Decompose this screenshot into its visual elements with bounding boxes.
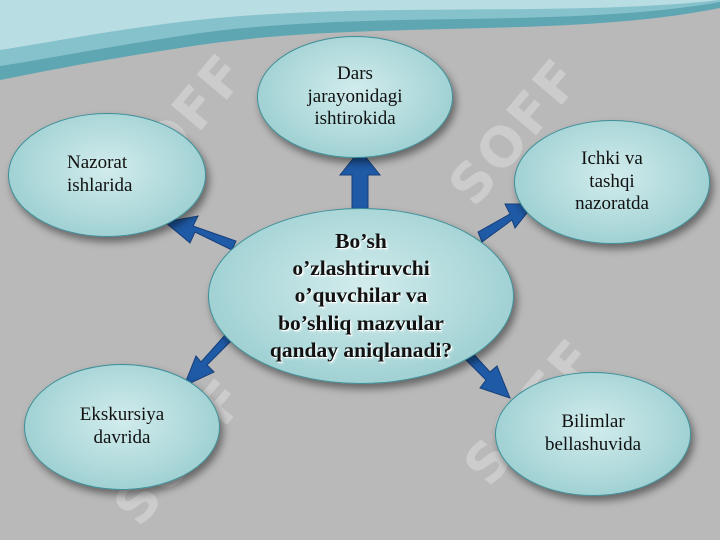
node-ichki-va-tashqi-nazoratda: Ichki va tashqi nazoratda xyxy=(514,120,710,244)
node-label: Dars jarayonidagi ishtirokida xyxy=(307,62,403,130)
node-label: Bilimlar bellashuvida xyxy=(544,411,642,455)
node-nazorat-ishlarida: Nazorat ishlarida xyxy=(8,113,206,237)
node-bilimlar-bellashuvida: Bilimlar bellashuvida xyxy=(495,372,691,496)
node-dars-jarayonidagi-ishtirokida: Dars jarayonidagi ishtirokida xyxy=(257,36,453,158)
center-node-label: Bo’sh o’zlashtiruvchi o’quvchilar va bo’… xyxy=(269,228,453,362)
node-label: Ekskursiya davrida xyxy=(79,404,165,448)
header-wave-decoration xyxy=(0,0,720,80)
center-node-question: Bo’sh o’zlashtiruvchi o’quvchilar va bo’… xyxy=(208,208,514,384)
node-label: Ichki va tashqi nazoratda xyxy=(575,147,649,215)
node-ekskursiya-davrida: Ekskursiya davrida xyxy=(24,364,220,490)
node-label: Nazorat ishlarida xyxy=(67,152,133,196)
